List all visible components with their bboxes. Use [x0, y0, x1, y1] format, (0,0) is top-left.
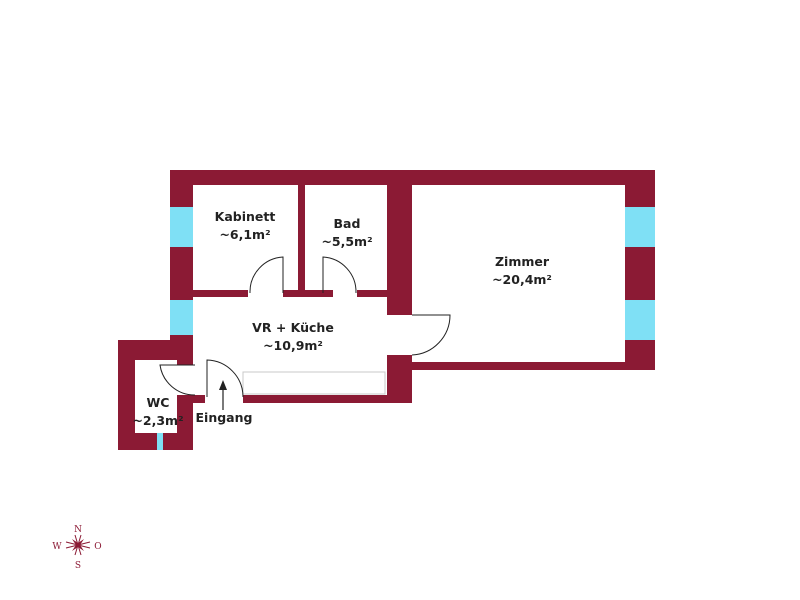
compass-o: O — [94, 542, 101, 552]
room-name-wc: WC — [147, 395, 170, 410]
room-area-vr-kueche: ~10,9m² — [263, 338, 323, 353]
room-name-kabinett: Kabinett — [215, 209, 276, 224]
room-area-zimmer: ~20,4m² — [492, 272, 552, 287]
windows — [157, 207, 655, 450]
room-area-wc: ~2,3m² — [132, 413, 183, 428]
compass-s: S — [75, 561, 81, 571]
room-area-bad: ~5,5m² — [321, 234, 372, 249]
doors — [159, 256, 451, 398]
entrance-arrow — [219, 380, 227, 410]
compass-icon: N S W O — [52, 525, 101, 571]
room-name-vr-kueche: VR + Küche — [252, 320, 334, 335]
room-name-bad: Bad — [334, 216, 361, 231]
compass-n: N — [74, 525, 82, 535]
entrance-label: Eingang — [196, 410, 253, 425]
room-area-kabinett: ~6,1m² — [219, 227, 270, 242]
kitchen-counter — [242, 371, 386, 395]
compass-w: W — [52, 542, 62, 552]
room-name-zimmer: Zimmer — [495, 254, 550, 269]
walls — [118, 170, 655, 450]
